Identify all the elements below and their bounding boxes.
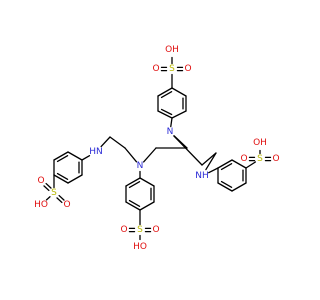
hydroxyl-right: OH	[253, 138, 267, 148]
bond-NL-c3	[124, 147, 138, 163]
sulfur-top-text: S	[169, 64, 175, 74]
oxygen-left-1-text: O	[37, 176, 44, 186]
oxygen-left-2-text: O	[63, 200, 70, 210]
bond-NR-c4	[173, 135, 203, 166]
bond-b3-b4	[139, 201, 155, 211]
oxygen-top-2: O	[184, 64, 191, 74]
sulfur-top: S	[169, 64, 175, 74]
bond-r1-r2	[217, 159, 233, 169]
bond-c5-NHL	[100, 136, 111, 148]
bond-r5-r6	[217, 182, 233, 192]
amine-nh-right-text: NH	[195, 171, 209, 181]
bond-t1-t2	[171, 110, 187, 119]
oxygen-left-2: O	[63, 200, 70, 210]
hydroxyl-top: OH	[165, 45, 179, 55]
bond-NL-c1	[143, 147, 157, 163]
bond-c6-NHR	[205, 152, 217, 171]
oxygen-top-1-text: O	[152, 64, 159, 74]
sulfur-bottom-text: S	[137, 225, 143, 235]
bond-l5-l6-inner	[56, 155, 69, 163]
bond-NHL-l1	[81, 155, 91, 161]
amine-nh-right: NH	[195, 171, 209, 181]
bond-r2-r3	[231, 159, 247, 169]
hydroxyl-right-text: OH	[253, 138, 267, 148]
oxygen-right-2: O	[240, 154, 247, 164]
bond-r1-r2-inner	[220, 163, 233, 171]
hydroxyl-left: HO	[34, 200, 48, 210]
sulfur-bottom: S	[137, 225, 143, 235]
bond-NHR-r1	[208, 167, 219, 174]
oxygen-bottom-1: O	[120, 225, 127, 235]
oxygen-bottom-2: O	[152, 225, 159, 235]
sulfur-right: S	[257, 154, 263, 164]
bond-Sl-Ol1-b	[43, 185, 50, 192]
bond-r5-r6-inner	[220, 180, 233, 188]
bond-Sl-Ol2-a	[56, 197, 63, 204]
tertiary-nitrogen-left-text: N	[137, 161, 144, 171]
bond-c3-c5	[109, 136, 126, 149]
hydroxyl-left-text: HO	[34, 200, 48, 210]
bond-NR-t1	[170, 117, 173, 128]
oxygen-bottom-2-text: O	[152, 225, 159, 235]
sulfur-right-text: S	[257, 154, 263, 164]
bond-b6-b1-inner	[128, 181, 141, 189]
amine-nh-left-text: HN	[89, 147, 103, 157]
bond-t6-t1	[157, 110, 173, 119]
tertiary-nitrogen-right-text: N	[167, 127, 174, 137]
bond-l5-l6	[53, 151, 69, 161]
bond-r3-Sr	[245, 161, 257, 169]
hydroxyl-bottom: HO	[133, 242, 147, 252]
bond-l6-l1	[67, 151, 83, 161]
hydroxyl-bottom-text: HO	[133, 242, 147, 252]
bond-l2-l3	[67, 174, 83, 184]
oxygen-right-1-text: O	[272, 154, 279, 164]
bond-r4-r5	[231, 182, 247, 192]
tertiary-nitrogen-left: N	[137, 161, 144, 171]
bond-t4-t5	[157, 87, 173, 97]
bond-Sl-Ol1-a	[45, 182, 52, 189]
bond-t3-t4	[171, 87, 187, 97]
sulfur-left-text: S	[51, 188, 57, 198]
hydroxyl-top-text: OH	[165, 45, 179, 55]
oxygen-right-2-text: O	[240, 154, 247, 164]
bond-t4-t5-inner	[160, 91, 173, 99]
oxygen-right-1: O	[272, 154, 279, 164]
bond-b4-b5-inner	[128, 199, 141, 207]
bond-l3-l4-inner	[56, 172, 69, 180]
bond-b4-b5	[125, 201, 141, 211]
oxygen-top-1: O	[152, 64, 159, 74]
bond-b1-b2	[139, 177, 155, 187]
bond-b6-b1	[125, 177, 141, 187]
bond-c4-c6	[201, 152, 217, 166]
oxygen-top-2-text: O	[184, 64, 191, 74]
oxygen-left-1: O	[37, 176, 44, 186]
bond-Sl-Ol2-b	[58, 194, 65, 201]
bond-l3-l4	[53, 174, 69, 184]
oxygen-bottom-1-text: O	[120, 225, 127, 235]
sulfur-left: S	[51, 188, 57, 198]
bond-Sl-OHl	[45, 196, 51, 201]
tertiary-nitrogen-right: N	[167, 127, 174, 137]
bond-t6-t1-inner	[160, 108, 173, 116]
amine-nh-left: HN	[89, 147, 103, 157]
